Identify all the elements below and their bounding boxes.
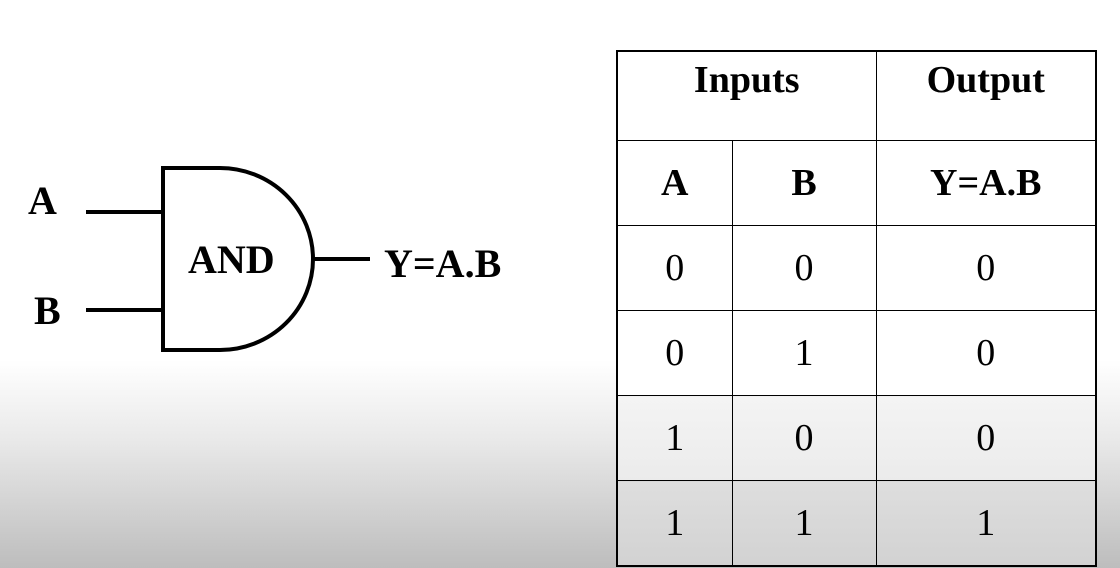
table-row: 0 1 0 xyxy=(616,310,1097,396)
output-header: Output xyxy=(875,50,1097,141)
and-gate-diagram: A B AND Y=A.B xyxy=(28,166,501,352)
gate-label: AND xyxy=(188,237,275,282)
and-gate-body xyxy=(161,166,315,352)
cell-y: 0 xyxy=(875,395,1097,481)
cell-a: 1 xyxy=(616,480,733,567)
column-header-a: A xyxy=(616,140,733,226)
cell-y: 0 xyxy=(875,225,1097,311)
group-header-row: Inputs Output xyxy=(616,50,1097,141)
cell-b: 1 xyxy=(731,310,877,396)
cell-a: 0 xyxy=(616,310,733,396)
input-b-label: B xyxy=(34,288,61,333)
cell-a: 0 xyxy=(616,225,733,311)
cell-b: 0 xyxy=(731,395,877,481)
table-row: 1 0 0 xyxy=(616,395,1097,481)
cell-a: 1 xyxy=(616,395,733,481)
cell-b: 1 xyxy=(731,480,877,567)
column-header-row: A B Y=A.B xyxy=(616,140,1097,226)
table-row: 1 1 1 xyxy=(616,480,1097,567)
cell-y: 0 xyxy=(875,310,1097,396)
cell-b: 0 xyxy=(731,225,877,311)
cell-y: 1 xyxy=(875,480,1097,567)
output-label: Y=A.B xyxy=(384,241,501,286)
column-header-b: B xyxy=(731,140,877,226)
table-row: 0 0 0 xyxy=(616,225,1097,311)
truth-table: Inputs Output A B Y=A.B 0 0 0 0 1 0 1 0 … xyxy=(616,50,1097,567)
column-header-y: Y=A.B xyxy=(875,140,1097,226)
input-a-label: A xyxy=(28,178,57,223)
inputs-header: Inputs xyxy=(616,50,877,141)
